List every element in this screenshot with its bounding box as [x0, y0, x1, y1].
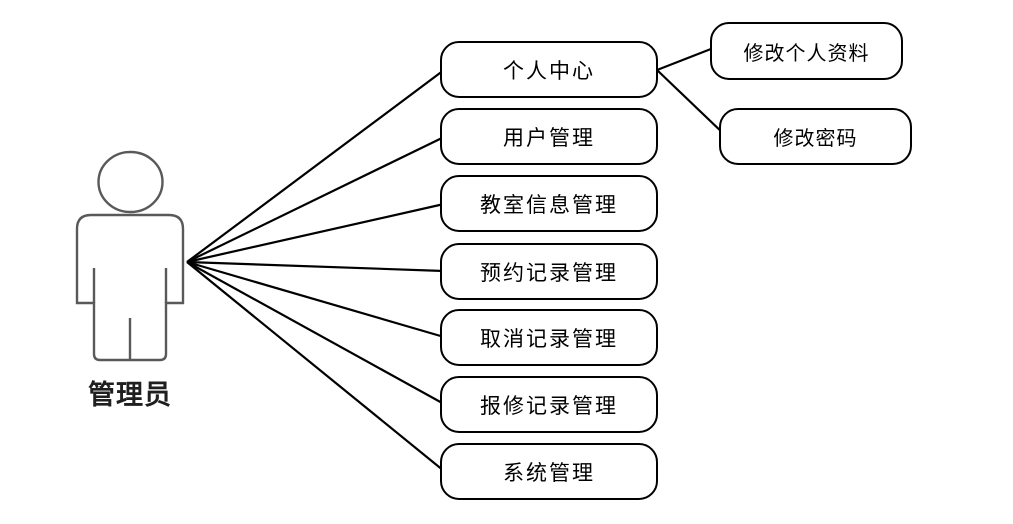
actor-connector-lines [186, 45, 727, 472]
usecase-user-management: 用户管理 [440, 108, 658, 165]
actor-figure [75, 150, 185, 362]
usecase-edit-profile: 修改个人资料 [710, 22, 903, 80]
usecase-cancel-record-management: 取消记录管理 [440, 309, 658, 366]
actor-label: 管理员 [88, 380, 172, 410]
usecase-classroom-info-management: 教室信息管理 [440, 175, 658, 232]
usecase-change-password: 修改密码 [719, 108, 912, 165]
usecase-personal-center: 个人中心 [440, 41, 658, 98]
connector-admin-reservation-records [186, 260, 445, 273]
actor-head [97, 150, 164, 214]
usecase-system-management: 系统管理 [440, 443, 658, 500]
connector-admin-repair-records [186, 261, 445, 405]
connector-admin-system-management [186, 261, 445, 472]
connector-personal-center-edit-profile [656, 45, 717, 72]
usecase-repair-record-management: 报修记录管理 [440, 376, 658, 433]
connector-admin-classroom-info [186, 202, 445, 264]
connector-personal-center-change-password [656, 69, 727, 137]
usecase-reservation-record-management: 预约记录管理 [440, 243, 658, 300]
connector-admin-personal-center [186, 69, 445, 263]
connector-admin-cancel-records [186, 260, 445, 339]
connector-admin-user-management [186, 136, 445, 263]
